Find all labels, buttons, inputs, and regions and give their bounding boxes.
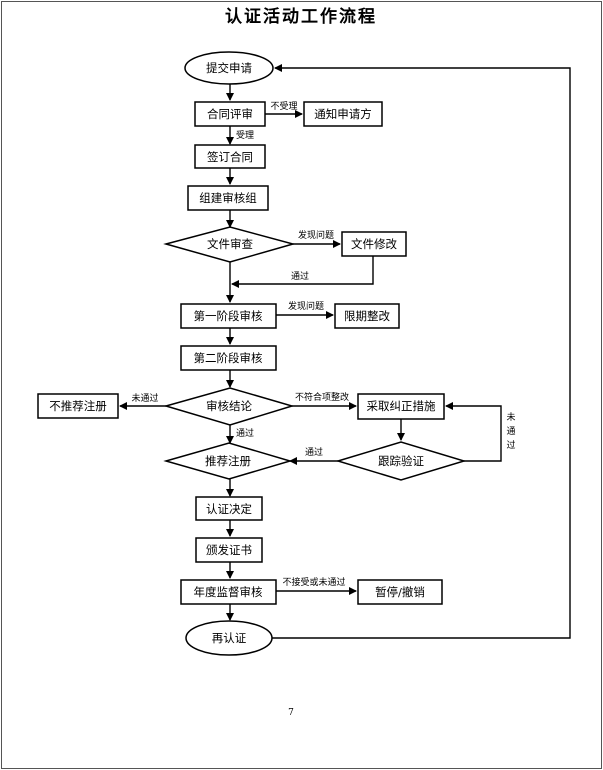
node-doc-fix-label: 文件修改 — [351, 237, 397, 251]
label-issue-found-2: 发现问题 — [288, 300, 324, 312]
node-audit-result-label: 审核结论 — [206, 399, 252, 413]
node-notify-label: 通知申请方 — [314, 107, 372, 121]
label-not-passed: 未通过 — [131, 392, 158, 404]
node-submit-label: 提交申请 — [206, 61, 252, 75]
node-recert — [185, 620, 273, 656]
label-passed-2: 通过 — [236, 427, 254, 439]
node-corrective-label: 采取纠正措施 — [367, 399, 436, 413]
node-sign — [194, 144, 266, 169]
node-doc-review — [163, 226, 296, 263]
node-stage1 — [180, 303, 277, 329]
node-stage2-label: 第二阶段审核 — [194, 351, 263, 365]
node-stage1-label: 第一阶段审核 — [194, 309, 263, 323]
label-not-accept-or-fail: 不接受或未通过 — [282, 576, 345, 588]
node-decision — [195, 496, 263, 521]
node-corrective — [357, 393, 445, 420]
page-number: 7 — [288, 708, 294, 718]
node-suspend — [357, 579, 443, 605]
node-recommend — [163, 442, 293, 480]
node-submit — [184, 51, 274, 85]
label-nonconform: 不符合项整改 — [295, 391, 349, 403]
node-doc-fix — [341, 231, 407, 257]
node-suspend-label: 暂停/撤销 — [375, 585, 425, 599]
node-audit-result — [163, 387, 295, 426]
node-notify — [303, 101, 383, 127]
node-recert-label: 再认证 — [212, 631, 247, 645]
label-not-accepted: 不受理 — [270, 100, 297, 112]
node-not-recommend-label: 不推荐注册 — [49, 399, 107, 413]
node-issue — [195, 537, 263, 563]
node-track-label: 跟踪验证 — [378, 454, 424, 468]
node-annual — [180, 579, 277, 605]
node-rectify — [334, 303, 400, 329]
node-contract-review — [194, 101, 266, 127]
node-rectify-label: 限期整改 — [344, 309, 390, 323]
label-not-passed-vertical: 未通过 — [506, 411, 515, 451]
node-issue-label: 颁发证书 — [206, 543, 252, 557]
node-team — [187, 185, 269, 211]
node-contract-review-label: 合同评审 — [207, 107, 253, 121]
edge-track-corrective — [445, 402, 502, 462]
node-decision-label: 认证决定 — [206, 502, 252, 516]
node-stage2 — [180, 345, 277, 371]
edge-docfix-return — [231, 256, 374, 288]
edge-recert-submit — [272, 64, 571, 639]
node-recommend-label: 推荐注册 — [205, 454, 251, 468]
label-issue-found-1: 发现问题 — [298, 229, 334, 241]
node-sign-label: 签订合同 — [207, 150, 253, 164]
node-not-recommend — [37, 393, 119, 419]
diagram-title: 认证活动工作流程 — [225, 6, 377, 27]
node-team-label: 组建审核组 — [199, 191, 257, 205]
label-accepted: 受理 — [236, 129, 254, 141]
label-passed-3: 通过 — [305, 446, 323, 458]
node-annual-label: 年度监督审核 — [194, 585, 263, 599]
label-passed-1: 通过 — [291, 270, 309, 282]
node-doc-review-label: 文件审查 — [207, 237, 253, 251]
node-track — [335, 441, 467, 481]
